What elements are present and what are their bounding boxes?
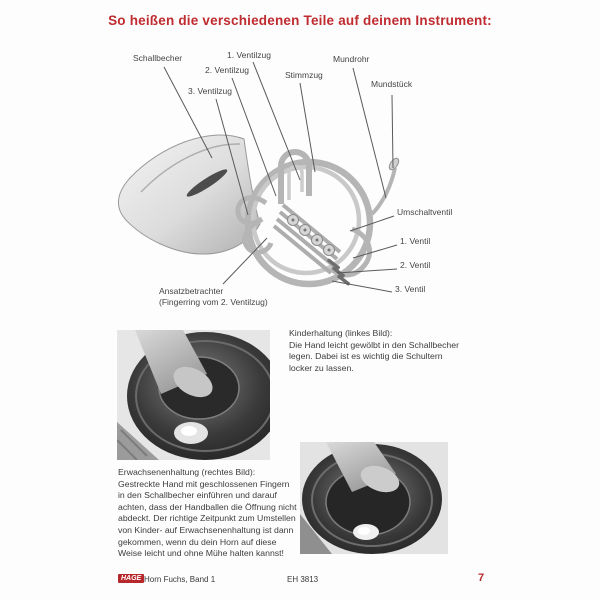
- kinderhaltung-caption: Kinderhaltung (linkes Bild): Die Hand le…: [289, 328, 459, 373]
- label-ventil-1: 1. Ventil: [400, 236, 431, 246]
- horn-left-slides: [235, 195, 274, 255]
- horn-change-valve-loop: [329, 226, 373, 278]
- footer-page-number: 7: [478, 572, 485, 584]
- horn-illustration: [118, 134, 400, 288]
- kinderhaltung-photo-art: [117, 330, 270, 460]
- horn-mouthpiece: [388, 157, 400, 171]
- erwachsenenhaltung-caption: Erwachsenenhaltung (rechtes Bild): Gestr…: [118, 467, 297, 559]
- footer-catalog-number: EH 3813: [287, 575, 319, 584]
- label-ansatzbetrachter: Ansatzbetrachter (Fingerring vom 2. Vent…: [159, 286, 268, 307]
- horn-bell: [118, 134, 261, 255]
- horn-leadpipe: [370, 167, 397, 216]
- label-umschaltventil: Umschaltventil: [397, 207, 453, 217]
- footer-book-title: Horn Fuchs, Band 1: [144, 575, 216, 584]
- leader-lines: [163, 61, 398, 293]
- label-ventilzug-2: 2. Ventilzug: [205, 65, 249, 75]
- label-mundstueck: Mundstück: [371, 79, 413, 89]
- horn-valve-section: [272, 203, 342, 275]
- page-title: So heißen die verschiedenen Teile auf de…: [108, 13, 492, 28]
- label-ventilzug-3: 3. Ventilzug: [188, 86, 232, 96]
- page-footer: HAGE Horn Fuchs, Band 1 EH 3813 7: [0, 572, 600, 592]
- horn-rotor-caps: [287, 214, 335, 256]
- label-schallbecher: Schallbecher: [133, 53, 183, 63]
- label-ventil-3: 3. Ventil: [395, 284, 426, 294]
- kinderhaltung-photo: [117, 330, 270, 460]
- label-stimmzug: Stimmzug: [285, 70, 323, 80]
- horn-upper-slide: [278, 149, 312, 204]
- label-mundrohr: Mundrohr: [333, 54, 370, 64]
- horn-main-loop: [244, 158, 374, 288]
- hage-logo: HAGE: [118, 574, 145, 583]
- erwachsenenhaltung-photo-art: [300, 442, 448, 554]
- label-ventil-2: 2. Ventil: [400, 260, 431, 270]
- label-ventilzug-1: 1. Ventilzug: [227, 50, 271, 60]
- erwachsenenhaltung-photo: [300, 442, 448, 554]
- horn-valve-levers: [327, 258, 350, 286]
